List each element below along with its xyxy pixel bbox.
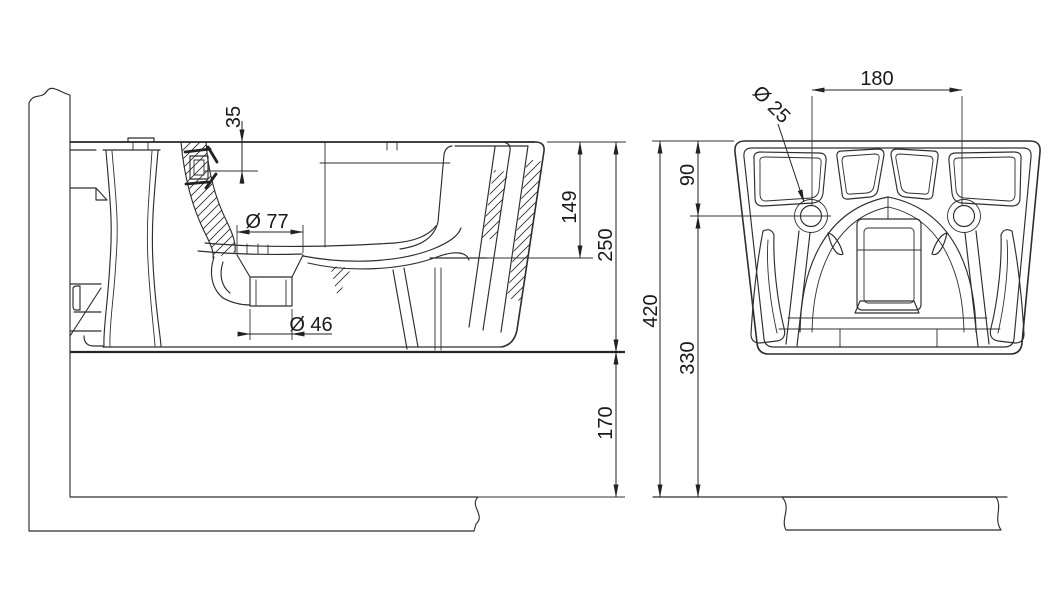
ceramic-section-hatch [180, 141, 543, 301]
dim-25-label: Ø 25 [748, 82, 794, 128]
top-openings [753, 148, 1022, 207]
bowl-back-wall-section [181, 142, 236, 258]
support-strut [392, 267, 419, 350]
central-arch [799, 196, 977, 333]
dim-180-label: 180 [860, 68, 893, 90]
dim-149-label: 149 [559, 190, 581, 223]
dim-46-label: Ø 46 [289, 314, 332, 336]
dimension-lines [236, 87, 963, 498]
drain-outlet [236, 254, 304, 307]
rear-outline-outer [734, 140, 1041, 355]
dim-330-label: 330 [677, 341, 699, 374]
rear-floor-slab [781, 496, 1002, 531]
wall-fixing-brackets [69, 149, 108, 347]
fixing-hole-right [952, 204, 976, 228]
dim-420-label: 420 [640, 294, 662, 327]
dim-25-leader [777, 123, 805, 203]
mounting-leg [102, 137, 162, 347]
tap-fixture [183, 145, 219, 190]
dim-250-label: 250 [595, 228, 617, 261]
rear-outline-inner [743, 147, 1032, 348]
fixing-hole-right-boss [947, 199, 981, 233]
bidet-body [70, 141, 625, 354]
dim-90-label: 90 [677, 164, 699, 186]
ribs-and-cutouts [750, 229, 1025, 347]
trapway-box [854, 218, 922, 314]
wall-floor-section [28, 87, 480, 532]
side-view [28, 87, 625, 532]
dim-77-label: Ø 77 [245, 211, 288, 233]
dim-35-label: 35 [223, 106, 245, 128]
dim-170-label: 170 [595, 406, 617, 439]
rear-view [652, 140, 1041, 531]
rear-bottom-lines [778, 317, 1001, 348]
dimensions: 35 Ø 77 Ø 46 149 250 170 420 90 330 180 … [70, 68, 963, 498]
